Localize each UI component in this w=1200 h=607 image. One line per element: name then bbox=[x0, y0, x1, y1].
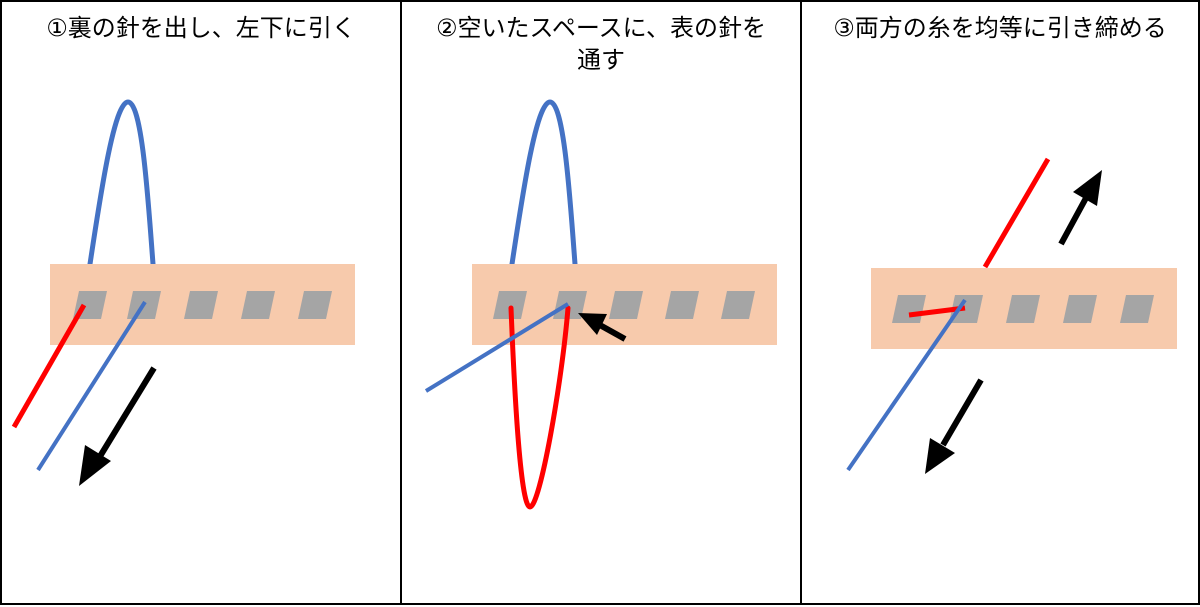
stitch-hole bbox=[298, 291, 332, 319]
stitch-hole bbox=[184, 291, 218, 319]
stitch-hole bbox=[553, 291, 587, 319]
step-3-illustration bbox=[846, 157, 1177, 474]
stitch-hole bbox=[721, 291, 755, 319]
blue-thread-tail bbox=[36, 300, 147, 472]
step-1-illustration bbox=[11, 99, 355, 486]
pull-up-arrow-head bbox=[1073, 170, 1102, 206]
step-1-panel: ①裏の針を出し、左下に引く bbox=[0, 0, 400, 605]
blue-thread-tail bbox=[846, 298, 967, 472]
step-3-panel: ③両方の糸を均等に引き締める bbox=[800, 0, 1200, 605]
insert-arrow-shaft bbox=[596, 321, 627, 342]
step-3-title: ③両方の糸を均等に引き締める bbox=[833, 14, 1167, 42]
insert-arrow-head bbox=[578, 313, 607, 335]
step-1-title: ①裏の針を出し、左下に引く bbox=[46, 14, 356, 42]
blue-thread-tail bbox=[424, 302, 570, 393]
pull-down-arrow-shaft bbox=[940, 378, 984, 447]
stitch-hole bbox=[1120, 295, 1154, 323]
step-2-illustration bbox=[424, 99, 777, 510]
pull-down-arrow-head bbox=[925, 438, 955, 474]
stitch-hole bbox=[1063, 295, 1097, 323]
stitch-hole bbox=[609, 291, 643, 319]
pull-arrow-head bbox=[79, 445, 111, 486]
stitch-hole bbox=[493, 291, 527, 319]
step-2-panel: ②空いたスペースに、表の針を 通す bbox=[400, 0, 800, 605]
stitch-holes bbox=[493, 291, 755, 319]
stitch-hole bbox=[1006, 295, 1040, 323]
stitch-hole bbox=[665, 291, 699, 319]
step-2-title: ②空いたスペースに、表の針を 通す bbox=[436, 14, 766, 74]
red-thread bbox=[11, 303, 87, 429]
stitch-hole bbox=[949, 295, 983, 323]
pull-up-arrow-shaft bbox=[1058, 196, 1089, 246]
blue-thread-loop bbox=[509, 99, 578, 267]
blue-thread-loop bbox=[87, 99, 156, 267]
red-thread-loop bbox=[508, 305, 571, 510]
stitch-hole bbox=[241, 291, 275, 319]
red-thread-up bbox=[982, 157, 1051, 269]
red-thread-stitch bbox=[908, 305, 966, 318]
pull-arrow-shaft bbox=[96, 366, 157, 460]
stitch-holes bbox=[73, 291, 332, 319]
